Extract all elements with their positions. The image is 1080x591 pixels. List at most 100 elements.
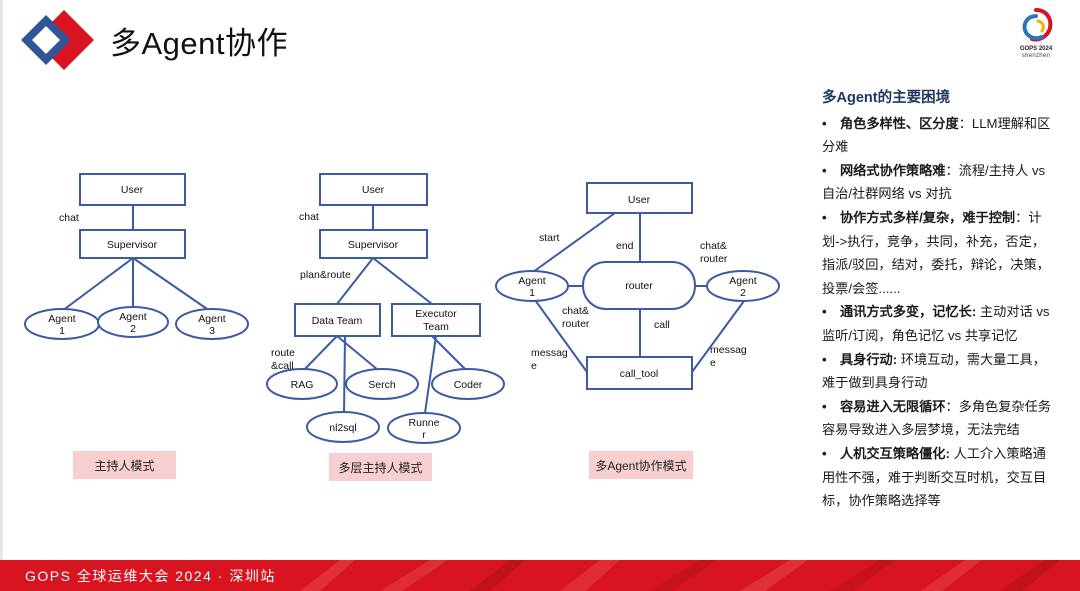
d2-supervisor-node [319,229,428,259]
d3-router-node [582,261,696,310]
d1-chat-label: chat [59,212,79,224]
d2-edge-datateam-rag [302,335,338,372]
brand-name: GOPS 2024 [1019,46,1053,52]
footer-ray-pattern-icon [0,560,1080,591]
d2-edge-executor-runner [424,335,437,414]
challenge-item: • 网络式协作策略难：流程/主持人 vs 自治/社群网络 vs 对抗 [822,159,1054,206]
d2-edge-executor-coder [431,335,467,371]
challenge-item: •角色多样性、区分度：LLM理解和区分难 [822,112,1054,159]
page-title: 多Agent协作 [110,26,289,61]
d2-rag-node [266,368,338,400]
challenge-item: • 容易进入无限循环：多角色复杂任务容易导致进入多层梦境，无法完结 [822,395,1054,442]
d1-agent3-label-2: 3 [209,325,215,337]
d3-end-label: end [616,240,634,252]
d3-router-label: router [625,280,653,292]
d2-edge-datateam-nl2sql [343,335,346,414]
d3-call-label: call [654,319,670,331]
challenge-text: ：流程/主持人 vs 自治/社群网络 vs 对抗 [822,162,1046,202]
d1-supervisor-label: Supervisor [107,239,158,251]
d2-edge-supervisor-datateam [336,257,374,305]
d3-agent1-node [495,270,569,302]
d3-edge-agent1-calltool [534,299,588,373]
bullet: • [822,351,827,367]
d2-chat-label: chat [299,211,319,223]
d2-routecall-label-1: route [271,347,295,359]
challenge-item: • 协作方式多样/复杂，难于控制：计划->执行，竞争，共同，补充，否定，指派/驳回… [822,206,1054,300]
d2-executor-label-1: Executor [415,308,457,320]
d1-agent1-label-1: Agent [48,313,76,325]
d3-agent2-node [706,270,780,302]
mode-label-multi-agent: 多Agent协作模式 [589,451,693,479]
d3-agent2-label-1: Agent [729,275,757,287]
d2-coder-label: Coder [454,379,483,391]
challenges-panel: 多Agent的主要困境 •角色多样性、区分度：LLM理解和区分难 • 网络式协作策… [822,87,1054,513]
d1-agent1-label-2: 1 [59,325,65,337]
d3-message-left-label-1: messag [531,347,568,359]
d3-agent1-label-2: 1 [529,287,535,299]
d2-executor-label-2: Team [423,321,449,333]
challenges-heading: 多Agent的主要困境 [822,90,951,106]
d2-serch-label: Serch [368,379,396,391]
challenges-list: •角色多样性、区分度：LLM理解和区分难 • 网络式协作策略难：流程/主持人 vs… [822,112,1054,513]
bullet: • [822,162,827,178]
challenge-text: ：LLM理解和区分难 [822,115,1051,155]
d1-agent2-node [97,306,169,338]
challenge-bold: 协作方式多样/复杂，难于控制 [840,209,1016,225]
challenge-text: ：多角色复杂任务容易导致进入多层梦境，无法完结 [822,398,1051,438]
d3-user-node [586,182,693,214]
d3-agent1-label-1: Agent [518,275,546,287]
d3-agent2-label-2: 2 [740,287,746,299]
d3-chatrouter-right-label-2: router [700,253,728,265]
d1-supervisor-node [79,229,186,259]
bullet: • [822,445,827,461]
bullet: • [822,115,827,131]
footer-text: GOPS 全球运维大会 2024 · 深圳站 [25,568,276,584]
challenge-text: 主动对话 vs 监听/订阅，角色记忆 vs 共享记忆 [822,304,1050,343]
d1-agent3-node [175,308,249,340]
d3-message-right-label-1: messag [710,344,747,356]
d2-user-label: User [362,184,385,196]
d3-chatrouter-left-label-2: router [562,318,590,330]
d1-agent3-label-1: Agent [198,313,226,325]
d3-message-right-label-2: e [710,357,716,369]
d1-user-label: User [121,184,144,196]
d3-user-label: User [628,194,651,206]
agent-diagrams: User Supervisor chat Agent 1 Agent 2 Age… [24,173,780,444]
d2-routecall-label-2: &call [271,360,294,372]
gops-brand: GOPS 2024 shenzhen [1010,6,1062,68]
challenge-bold: 网络式协作策略难 [840,162,946,178]
challenge-item: •具身行动: 环境互动，需大量工具，难于做到具身行动 [822,348,1054,395]
challenge-bold: 通讯方式多变，记忆长: [840,304,977,320]
slide-left-edge [0,0,3,560]
challenge-text: ：计划->执行，竞争，共同，补充，否定，指派/驳回，结对，委托，辩论，决策，投票… [822,209,1050,296]
bullet: • [822,209,827,225]
d2-edge-datateam-serch [336,335,379,371]
challenge-item: • 人机交互策略僵化: 人工介入策略通用性不强，难于判断交互时机，交互目标，协作策… [822,442,1054,513]
d2-user-node [319,173,428,206]
d1-user-node [79,173,186,206]
d2-executor-node [391,303,481,337]
challenge-bold: 容易进入无限循环 [840,398,946,414]
d2-edge-supervisor-executor [372,257,433,305]
challenge-text: 人工介入策略通用性不强，难于判断交互时机，交互目标，协作策略选择等 [822,445,1047,509]
challenge-bold: 人机交互策略僵化: [840,445,950,461]
d2-nl2sql-label: nl2sql [329,422,356,434]
gops-swirl-icon [1022,8,1053,42]
d2-datateam-node [294,303,381,337]
diamond-logo-icon [21,10,94,70]
d1-edge-supervisor-agent1 [61,257,134,312]
bullet: • [822,398,827,414]
mode-label-supervisor: 主持人模式 [73,451,176,479]
mode-label-multilayer-supervisor: 多层主持人模式 [329,453,432,481]
d3-chatrouter-left-label-1: chat& [562,305,589,317]
d1-agent2-label-2: 2 [130,323,136,335]
d3-calltool-node [586,356,693,390]
d3-edge-agent1-user [532,212,616,273]
d2-planroute-label: plan&route [300,269,351,281]
footer-bar: GOPS 全球运维大会 2024 · 深圳站 [0,560,1080,591]
d2-nl2sql-node [306,411,380,443]
d1-edge-supervisor-agent3 [132,257,211,312]
challenge-text: 环境互动，需大量工具，难于做到具身行动 [822,351,1046,391]
d3-edge-agent2-calltool [691,300,745,373]
